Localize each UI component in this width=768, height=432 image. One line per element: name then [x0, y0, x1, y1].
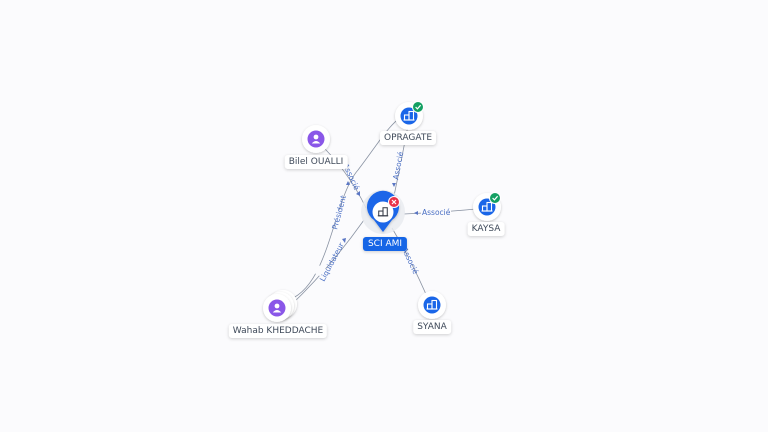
arrow-kaysa [414, 211, 418, 215]
edge-arrows [342, 181, 418, 243]
node-label-opragate[interactable]: OPRAGATE [379, 131, 437, 145]
node-wahab-kheddache[interactable] [263, 290, 297, 322]
node-kaysa[interactable] [473, 192, 501, 222]
node-label-wahab-kheddache[interactable]: Wahab KHEDDACHE [228, 324, 328, 338]
check-icon [412, 101, 424, 113]
node-label-syana[interactable]: SYANA [413, 320, 451, 334]
node-syana[interactable] [418, 291, 446, 319]
node-label-bilel-oualli[interactable]: Bilel OUALLI [284, 155, 348, 169]
edge-wahab-center [288, 219, 365, 308]
node-sci-ami[interactable] [361, 190, 405, 234]
node-label-sci-ami[interactable]: SCI AMI [362, 237, 408, 251]
node-opragate[interactable] [395, 101, 424, 131]
check-icon [489, 192, 501, 204]
node-bilel-oualli[interactable] [302, 125, 330, 153]
node-label-kaysa[interactable]: KAYSA [467, 222, 505, 236]
close-icon [388, 196, 400, 208]
arrow-liquidateur [342, 238, 346, 243]
arrow-opragate [392, 183, 396, 187]
arrow-president [346, 181, 350, 185]
arrow-bilel [356, 191, 360, 196]
edge-label-kaysa: Associé [422, 208, 451, 217]
